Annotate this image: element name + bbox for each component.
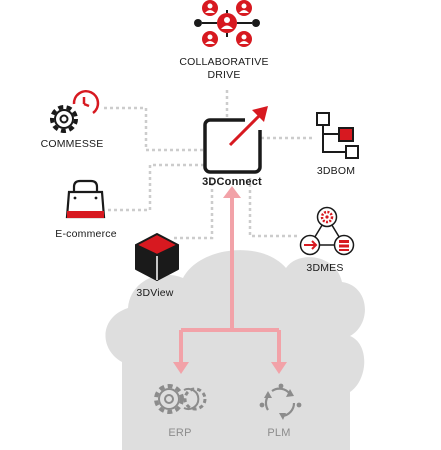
dotted-connectors	[104, 90, 313, 240]
mes-label: 3DMES	[306, 262, 344, 274]
cloud-connector	[179, 196, 281, 365]
production-cycle-icon	[299, 206, 355, 256]
connector-mes	[248, 178, 298, 238]
shopping-bag-icon	[65, 179, 106, 219]
external-link-box-icon	[203, 104, 271, 174]
hub-label: 3DConnect	[202, 176, 262, 188]
erp-label: ERP	[168, 427, 192, 439]
connector-view	[174, 178, 214, 240]
collab-label: COLLABORATIVE DRIVE	[179, 56, 268, 82]
plm-label: PLM	[267, 427, 291, 439]
cloud-shape	[105, 250, 365, 450]
commesse-label: COMMESSE	[40, 138, 104, 150]
connector-ecommerce	[108, 163, 204, 212]
cube-icon	[135, 233, 179, 281]
arrowhead-plm	[271, 362, 287, 374]
connector-commesse	[104, 106, 204, 152]
people-network-icon	[194, 0, 260, 47]
collab-label-line-2: DRIVE	[207, 69, 241, 81]
gear-clock-icon	[50, 90, 100, 133]
cycle-arrows-icon	[259, 383, 302, 420]
view-label: 3DView	[136, 287, 174, 299]
hierarchy-tree-icon	[316, 112, 359, 159]
gears-icon	[154, 384, 207, 414]
arrowhead-erp	[173, 362, 189, 374]
connector-cloud-split	[179, 328, 281, 365]
collab-label-line-1: COLLABORATIVE	[179, 56, 269, 68]
connector-arrowheads	[173, 186, 287, 374]
ecommerce-label: E-commerce	[55, 228, 117, 240]
bom-label: 3DBOM	[316, 165, 356, 177]
arrowhead-up	[223, 186, 241, 198]
